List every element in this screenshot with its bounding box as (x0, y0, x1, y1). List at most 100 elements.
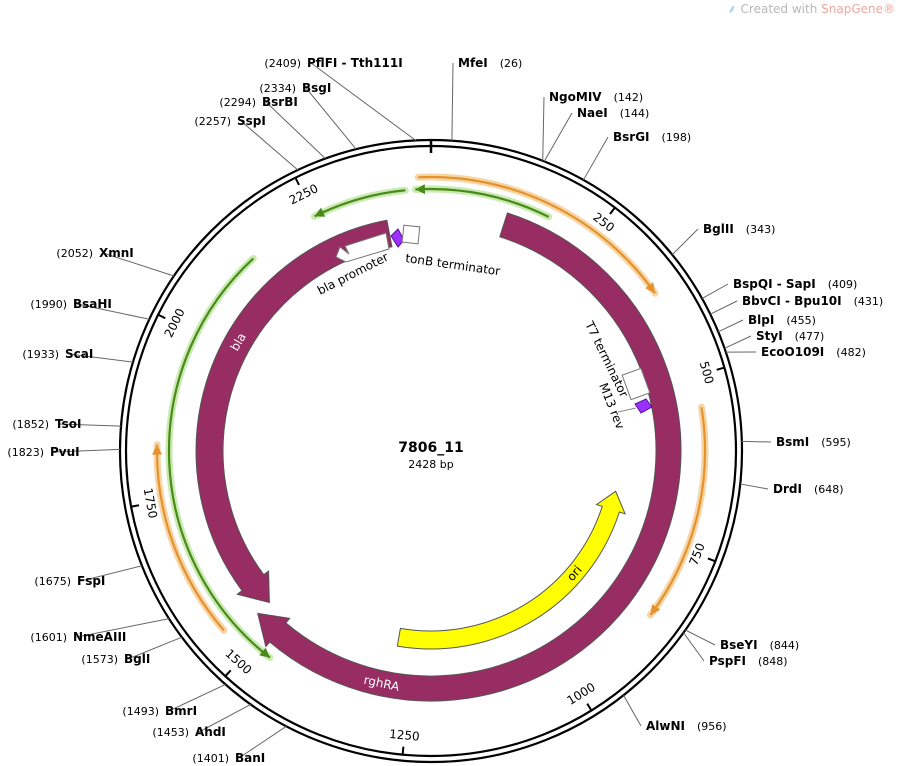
orf-arrowhead (415, 184, 426, 195)
site-position: (1823) (7, 446, 44, 459)
site-name: AlwNI (646, 719, 685, 733)
site-position: (1401) (192, 752, 229, 765)
site-leader-line (710, 300, 738, 315)
site-leader-line (685, 629, 716, 646)
site-name: BsmI (776, 435, 809, 449)
scale-tick (223, 669, 232, 678)
restriction-site[interactable]: BmrI(1493) (122, 704, 197, 718)
bla-promoter-arrow[interactable] (335, 232, 390, 263)
restriction-site[interactable]: BsgI(2334) (259, 81, 331, 95)
orf-halo (311, 186, 409, 220)
watermark-suffix: ® (883, 2, 895, 16)
feature-ori-arrow[interactable] (396, 490, 626, 650)
tonB-terminator-box[interactable] (401, 224, 421, 245)
M13-rev-arrow[interactable] (634, 398, 653, 414)
restriction-site[interactable]: BsrGI(198) (613, 130, 691, 144)
site-leader-line (683, 632, 705, 662)
scale-tick (401, 746, 405, 756)
restriction-site[interactable]: MfeI(26) (458, 56, 522, 70)
restriction-site[interactable]: ScaI(1933) (22, 347, 93, 361)
restriction-site[interactable]: PvuI (1823) (7, 445, 79, 459)
site-position: (844) (770, 639, 800, 652)
restriction-site[interactable]: BsrBI(2294) (219, 95, 297, 109)
site-name: BsaHI (73, 297, 112, 311)
T7-terminator-box[interactable] (621, 367, 651, 401)
orf-arc[interactable] (649, 407, 707, 616)
restriction-site[interactable]: BanI(1401) (192, 751, 265, 765)
site-name: BspQI - SapI (733, 277, 816, 291)
restriction-site[interactable]: AhdI(1453) (152, 725, 225, 739)
site-leader-line (671, 228, 699, 256)
site-leader-line (53, 448, 121, 453)
site-name: AhdI (195, 725, 226, 739)
restriction-site[interactable]: BglII(343) (703, 222, 775, 236)
site-leader-line (68, 353, 134, 363)
site-name: ScaI (65, 347, 93, 361)
watermark-prefix: Created with (740, 2, 822, 16)
site-position: (1675) (34, 575, 71, 588)
scale-tick (609, 206, 617, 215)
orf-arc[interactable] (418, 175, 656, 294)
site-leader-line (310, 62, 417, 141)
restriction-site[interactable]: SspI(2257) (194, 114, 265, 128)
site-name: TsoI (55, 417, 81, 431)
site-position: (409) (828, 278, 858, 291)
restriction-site[interactable]: PflFI - Tth111I(2409) (264, 56, 402, 70)
restriction-site[interactable]: BlpI (455) (748, 313, 816, 327)
restriction-site[interactable]: StyI(477) (756, 329, 824, 343)
orf-arc[interactable] (167, 257, 271, 659)
site-leader-line (623, 694, 642, 727)
snapgene-leaf-icon: ⸙ (727, 2, 737, 16)
restriction-site[interactable]: NgoMIV (142) (549, 90, 643, 104)
site-name: BsgI (302, 81, 331, 95)
site-position: (956) (697, 720, 727, 733)
site-position: (455) (786, 314, 816, 327)
site-name: BlpI (748, 313, 774, 327)
site-position: (343) (746, 223, 776, 236)
restriction-site[interactable]: AlwNI (956) (646, 719, 727, 733)
orf-arc[interactable] (415, 187, 550, 218)
site-position: (1573) (81, 653, 118, 666)
restriction-site[interactable]: FspI (1675) (34, 574, 105, 588)
feature-rghRA-arrow[interactable] (257, 212, 682, 702)
restriction-site[interactable]: NmeAIII(1601) (30, 630, 126, 644)
tonB-terminator-label: tonB terminator (405, 251, 502, 278)
site-leader-line (76, 303, 150, 320)
scale-tick-label: 2000 (162, 306, 188, 340)
site-leader-line (718, 319, 744, 333)
site-name: FspI (77, 574, 105, 588)
site-name: NmeAIII (73, 630, 126, 644)
restriction-site[interactable]: BsmI(595) (776, 435, 851, 449)
site-name: NaeI (577, 106, 608, 120)
site-leader-line (542, 96, 545, 161)
site-leader-line (724, 335, 752, 349)
restriction-site[interactable]: BseYI(844) (720, 638, 799, 652)
scale-tick (716, 366, 726, 371)
restriction-site[interactable]: TsoI(1852) (12, 417, 81, 431)
site-name: NgoMIV (549, 90, 602, 104)
restriction-site[interactable]: BglI(1573) (81, 652, 150, 666)
site-leader-line (168, 683, 226, 712)
restriction-site[interactable]: NaeI(144) (577, 106, 649, 120)
restriction-site[interactable]: PspFI(848) (709, 654, 788, 668)
site-leader-line (198, 703, 251, 733)
site-position: (142) (614, 91, 644, 104)
restriction-site[interactable]: DrdI(648) (773, 482, 844, 496)
feature-bla-arrow[interactable] (195, 219, 393, 604)
site-name: PvuI (50, 445, 80, 459)
scale-tick (129, 504, 140, 508)
restriction-site[interactable]: BsaHI(1990) (30, 297, 111, 311)
site-position: (26) (500, 57, 523, 70)
restriction-site[interactable]: BbvCI - Bpu10I(431) (742, 294, 883, 308)
restriction-site[interactable]: XmnI(2052) (56, 246, 133, 260)
watermark-brand: SnapGene (821, 2, 883, 16)
site-leader-line (740, 483, 769, 490)
orf-arc[interactable] (155, 444, 225, 632)
site-position: (2052) (56, 247, 93, 260)
restriction-site[interactable]: EcoO109I(482) (761, 345, 866, 359)
scale-tick (707, 557, 717, 563)
site-position: (848) (758, 655, 788, 668)
restriction-site[interactable]: BspQI - SapI (409) (733, 277, 857, 291)
site-leader-line (741, 440, 772, 443)
M13-rev-leader (617, 407, 637, 413)
